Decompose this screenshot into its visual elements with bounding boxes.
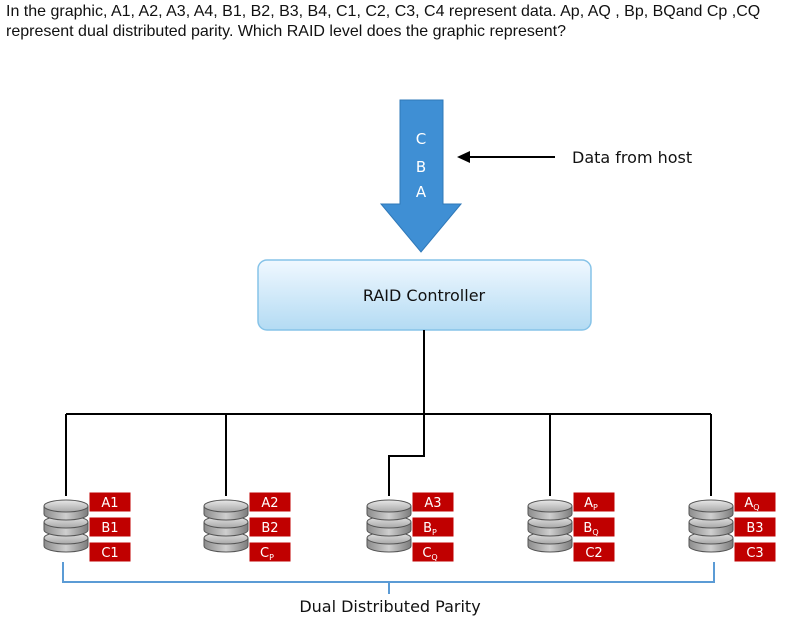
block-label: A2	[261, 496, 278, 511]
data-block: BP	[411, 516, 455, 538]
data-block: B1	[88, 516, 132, 538]
data-block: C2	[572, 541, 616, 563]
data-block: B2	[248, 516, 292, 538]
disk-icon	[527, 499, 573, 553]
data-block: A2	[248, 491, 292, 513]
data-block: A3	[411, 491, 455, 513]
controller-wiring	[65, 330, 712, 496]
block-label: C1	[101, 546, 118, 561]
block-label: A3	[424, 496, 441, 511]
block-label: AQ	[744, 496, 759, 512]
arrow-letter: B	[416, 158, 426, 176]
block-label: B3	[746, 521, 763, 536]
disk-icon	[203, 499, 249, 553]
block-label: C3	[746, 546, 763, 561]
host-pointer-arrowhead	[457, 151, 470, 163]
disk-icon	[43, 499, 89, 553]
data-block: AP	[572, 491, 616, 513]
data-block: CP	[248, 541, 292, 563]
data-flow-arrow	[379, 99, 463, 253]
data-block: B3	[733, 516, 777, 538]
disk-icon	[688, 499, 734, 553]
data-block: CQ	[411, 541, 455, 563]
question-text: In the graphic, A1, A2, A3, A4, B1, B2, …	[6, 3, 761, 40]
block-label: CP	[260, 546, 274, 562]
disk-unit: AP BQ C2	[527, 491, 616, 563]
data-block: AQ	[733, 491, 777, 513]
block-label: C2	[585, 546, 602, 561]
raid-controller-label: RAID Controller	[363, 286, 486, 305]
block-label: AP	[584, 496, 598, 512]
data-block: C3	[733, 541, 777, 563]
block-label: CQ	[422, 546, 437, 562]
host-label: Data from host	[572, 148, 692, 167]
data-block: BQ	[572, 516, 616, 538]
block-label: B1	[101, 521, 118, 536]
block-label: BQ	[583, 521, 598, 537]
data-block: C1	[88, 541, 132, 563]
block-label: BP	[423, 521, 437, 537]
block-label: B2	[261, 521, 278, 536]
arrow-letter: C	[416, 130, 426, 148]
parity-bracket	[62, 562, 715, 594]
disk-icon	[366, 499, 412, 553]
block-label: A1	[101, 496, 118, 511]
parity-label: Dual Distributed Parity	[299, 597, 480, 616]
data-block: A1	[88, 491, 132, 513]
arrow-letter: A	[416, 183, 427, 201]
